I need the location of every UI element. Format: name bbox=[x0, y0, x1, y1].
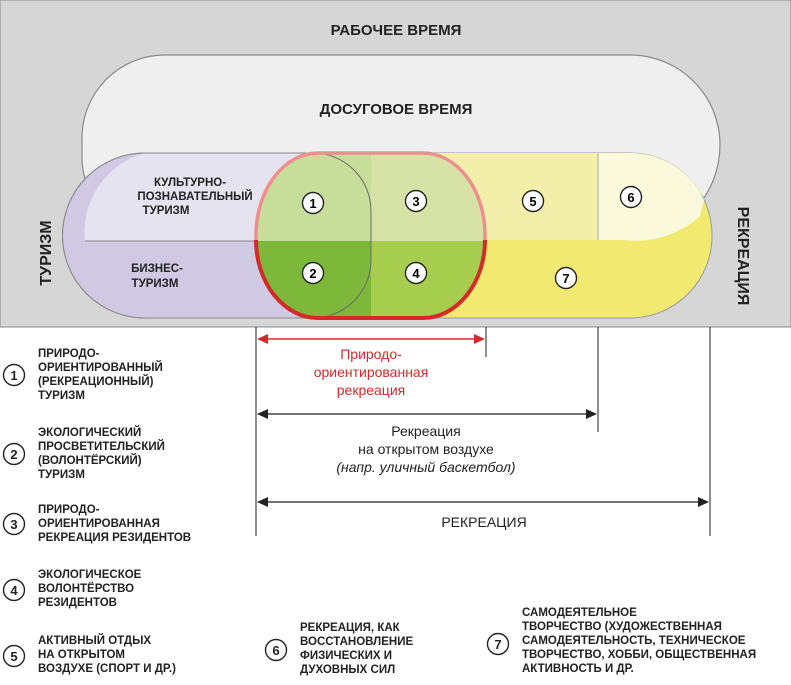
svg-text:рекреация: рекреация bbox=[337, 382, 405, 398]
svg-text:(РЕКРЕАЦИОННЫЙ): (РЕКРЕАЦИОННЫЙ) bbox=[38, 375, 154, 388]
business-tourism-label: БИЗНЕС- ТУРИЗМ bbox=[131, 263, 183, 290]
tourism-vertical-label: ТУРИЗМ bbox=[38, 220, 55, 285]
cultural-tourism-label: КУЛЬТУРНО- ПОЗНАВАТЕЛЬНЫЙ ТУРИЗМ bbox=[137, 177, 252, 217]
svg-text:(напр. уличный баскетбол): (напр. уличный баскетбол) bbox=[336, 459, 515, 475]
svg-text:ЭКОЛОГИЧЕСКОЕ: ЭКОЛОГИЧЕСКОЕ bbox=[38, 569, 142, 581]
svg-text:4: 4 bbox=[412, 266, 420, 281]
svg-text:ТУРИЗМ: ТУРИЗМ bbox=[38, 390, 85, 402]
svg-text:ПРИРОДО-: ПРИРОДО- bbox=[38, 348, 100, 360]
svg-text:ВОЗДУХЕ (СПОРТ И ДР.): ВОЗДУХЕ (СПОРТ И ДР.) bbox=[38, 663, 176, 675]
svg-text:6: 6 bbox=[272, 643, 279, 658]
svg-text:ориентированная: ориентированная bbox=[314, 364, 429, 380]
svg-text:ВОЛОНТЁРСТВО: ВОЛОНТЁРСТВО bbox=[38, 582, 134, 595]
svg-text:КУЛЬТУРНО-: КУЛЬТУРНО- bbox=[154, 177, 226, 189]
svg-text:1: 1 bbox=[10, 368, 17, 383]
svg-text:3: 3 bbox=[412, 194, 419, 209]
nature-recreation-outline-bottom bbox=[254, 239, 487, 320]
svg-text:1: 1 bbox=[309, 196, 316, 211]
svg-text:7: 7 bbox=[562, 271, 569, 286]
svg-text:5: 5 bbox=[10, 649, 17, 664]
outdoor-recreation-arrow bbox=[257, 409, 597, 419]
svg-text:на открытом воздухе: на открытом воздухе bbox=[358, 441, 494, 457]
svg-text:ФИЗИЧЕСКИХ И: ФИЗИЧЕСКИХ И bbox=[300, 650, 392, 662]
svg-text:ТУРИЗМ: ТУРИЗМ bbox=[143, 205, 190, 217]
marker-6: 6 bbox=[619, 185, 643, 209]
legend-item-5: 5 АКТИВНЫЙ ОТДЫХ НА ОТКРЫТОМ ВОЗДУХЕ (СП… bbox=[2, 634, 176, 675]
svg-text:Природо-: Природо- bbox=[340, 346, 402, 362]
legend-item-1: 1 ПРИРОДО- ОРИЕНТИРОВАННЫЙ (РЕКРЕАЦИОННЫ… bbox=[2, 348, 163, 402]
svg-text:ТУРИЗМ: ТУРИЗМ bbox=[38, 469, 85, 481]
svg-text:НА ОТКРЫТОМ: НА ОТКРЫТОМ bbox=[38, 649, 125, 661]
tourism-edge bbox=[312, 152, 372, 319]
work-time-label: РАБОЧЕЕ ВРЕМЯ bbox=[331, 22, 462, 39]
svg-text:ОРИЕНТИРОВАННЫЙ: ОРИЕНТИРОВАННЫЙ bbox=[38, 361, 163, 374]
svg-text:ТВОРЧЕСТВО (ХУДОЖЕСТВЕННАЯ: ТВОРЧЕСТВО (ХУДОЖЕСТВЕННАЯ bbox=[522, 621, 722, 633]
svg-text:РЕЗИДЕНТОВ: РЕЗИДЕНТОВ bbox=[38, 597, 117, 609]
svg-text:РЕКРЕАЦИЯ, КАК: РЕКРЕАЦИЯ, КАК bbox=[300, 622, 401, 634]
legend-item-6: 6 РЕКРЕАЦИЯ, КАК ВОССТАНОВЛЕНИЕ ФИЗИЧЕСК… bbox=[264, 622, 413, 676]
outdoor-recreation-label: Рекреация на открытом воздухе (напр. ули… bbox=[336, 423, 515, 475]
marker-1: 1 bbox=[301, 191, 325, 215]
svg-text:БИЗНЕС-: БИЗНЕС- bbox=[131, 263, 183, 275]
svg-text:АКТИВНОСТЬ И ДР.: АКТИВНОСТЬ И ДР. bbox=[522, 663, 634, 675]
marker-3: 3 bbox=[404, 189, 428, 213]
svg-text:2: 2 bbox=[10, 447, 17, 462]
marker-4: 4 bbox=[404, 261, 428, 285]
svg-text:7: 7 bbox=[494, 637, 501, 652]
diagram-markers: 1 2 3 4 5 6 7 bbox=[301, 185, 643, 290]
svg-text:ПОЗНАВАТЕЛЬНЫЙ: ПОЗНАВАТЕЛЬНЫЙ bbox=[137, 190, 252, 203]
svg-text:4: 4 bbox=[10, 583, 18, 598]
legend-item-7: 7 САМОДЕЯТЕЛЬНОЕ ТВОРЧЕСТВО (ХУДОЖЕСТВЕН… bbox=[486, 607, 756, 675]
svg-text:ТВОРЧЕСТВО, ХОББИ, ОБЩЕСТВЕННА: ТВОРЧЕСТВО, ХОББИ, ОБЩЕСТВЕННАЯ bbox=[522, 649, 756, 661]
svg-text:ОРИЕНТИРОВАННАЯ: ОРИЕНТИРОВАННАЯ bbox=[38, 518, 160, 530]
legend-item-4: 4 ЭКОЛОГИЧЕСКОЕ ВОЛОНТЁРСТВО РЕЗИДЕНТОВ bbox=[2, 569, 142, 609]
recreation-range-label: РЕКРЕАЦИЯ bbox=[441, 514, 526, 530]
svg-text:2: 2 bbox=[309, 266, 316, 281]
nature-recreation-label: Природо- ориентированная рекреация bbox=[314, 346, 429, 398]
legend: 1 ПРИРОДО- ОРИЕНТИРОВАННЫЙ (РЕКРЕАЦИОННЫ… bbox=[2, 348, 756, 676]
svg-text:ВОССТАНОВЛЕНИЕ: ВОССТАНОВЛЕНИЕ bbox=[300, 636, 413, 648]
svg-text:Рекреация: Рекреация bbox=[391, 423, 460, 439]
svg-text:АКТИВНЫЙ ОТДЫХ: АКТИВНЫЙ ОТДЫХ bbox=[38, 634, 151, 647]
marker-5: 5 bbox=[521, 189, 545, 213]
nature-recreation-outline-top bbox=[254, 151, 487, 240]
svg-text:ДУХОВНЫХ СИЛ: ДУХОВНЫХ СИЛ bbox=[300, 664, 395, 676]
svg-text:ЭКОЛОГИЧЕСКИЙ: ЭКОЛОГИЧЕСКИЙ bbox=[38, 426, 141, 439]
legend-item-2: 2 ЭКОЛОГИЧЕСКИЙ ПРОСВЕТИТЕЛЬСКИЙ (ВОЛОНТ… bbox=[2, 426, 165, 481]
marker-7: 7 bbox=[554, 266, 578, 290]
svg-text:РЕКРЕАЦИЯ РЕЗИДЕНТОВ: РЕКРЕАЦИЯ РЕЗИДЕНТОВ bbox=[38, 532, 191, 544]
marker-2: 2 bbox=[301, 261, 325, 285]
leisure-time-label: ДОСУГОВОЕ ВРЕМЯ bbox=[320, 101, 473, 118]
svg-text:САМОДЕЯТЕЛЬНОЕ: САМОДЕЯТЕЛЬНОЕ bbox=[522, 607, 637, 619]
recreation-arrow bbox=[257, 497, 709, 507]
svg-text:3: 3 bbox=[10, 517, 17, 532]
svg-text:(ВОЛОНТЁРСКИЙ): (ВОЛОНТЁРСКИЙ) bbox=[38, 454, 142, 467]
svg-text:ПРИРОДО-: ПРИРОДО- bbox=[38, 504, 100, 516]
nature-recreation-arrow bbox=[257, 334, 485, 344]
range-lines bbox=[255, 327, 711, 536]
svg-text:ТУРИЗМ: ТУРИЗМ bbox=[132, 278, 179, 290]
svg-text:5: 5 bbox=[529, 194, 536, 209]
legend-item-3: 3 ПРИРОДО- ОРИЕНТИРОВАННАЯ РЕКРЕАЦИЯ РЕЗ… bbox=[2, 504, 191, 544]
recreation-outer-part bbox=[598, 153, 704, 241]
svg-text:ПРОСВЕТИТЕЛЬСКИЙ: ПРОСВЕТИТЕЛЬСКИЙ bbox=[38, 440, 165, 453]
svg-text:САМОДЕЯТЕЛЬНОСТЬ, ТЕХНИЧЕСКОЕ: САМОДЕЯТЕЛЬНОСТЬ, ТЕХНИЧЕСКОЕ bbox=[522, 635, 746, 647]
svg-text:6: 6 bbox=[627, 190, 634, 205]
recreation-vertical-label: РЕКРЕАЦИЯ bbox=[734, 207, 751, 306]
